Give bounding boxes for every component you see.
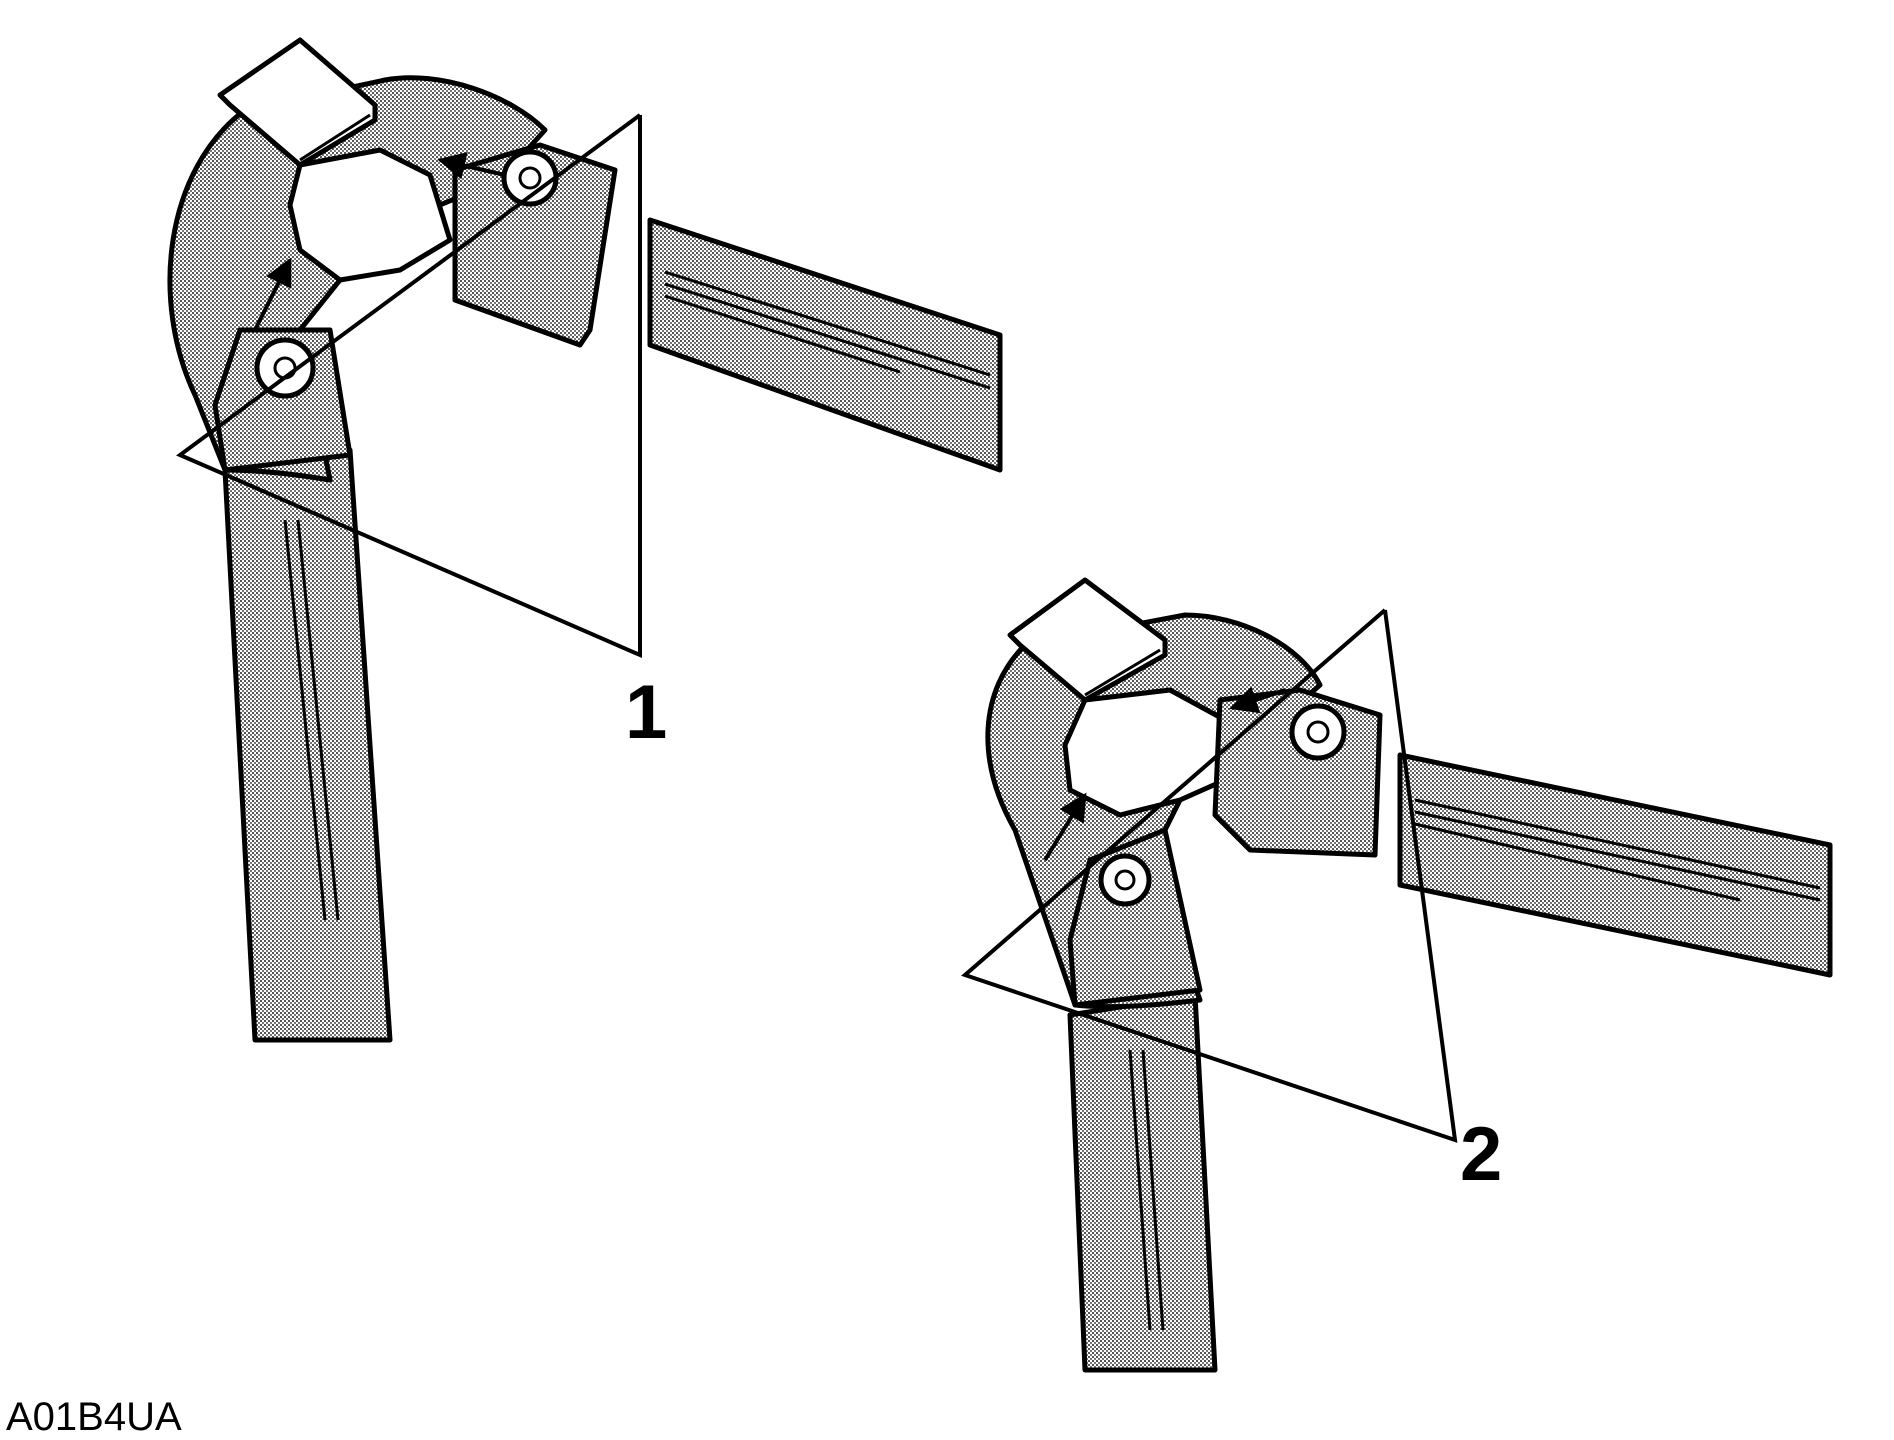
block-right bbox=[452, 142, 618, 348]
arrow-1a bbox=[437, 152, 506, 180]
callout-2: 2 bbox=[1460, 1112, 1502, 1197]
leader-lines-1 bbox=[176, 113, 642, 659]
bracket-body bbox=[1062, 687, 1228, 818]
rail-horizontal bbox=[647, 217, 1003, 473]
figure-id: A01B4UA bbox=[6, 1395, 182, 1439]
leader-lines-2 bbox=[961, 608, 1458, 1143]
assembly-2: 2 bbox=[961, 577, 1833, 1373]
block-lower bbox=[212, 327, 353, 473]
callout-1: 1 bbox=[625, 670, 667, 755]
assembly-1: 1 bbox=[167, 37, 1003, 1043]
arrow-2b bbox=[1043, 792, 1087, 862]
pivot-lower bbox=[1098, 853, 1152, 907]
rail-horizontal bbox=[1397, 752, 1833, 978]
bracket-body bbox=[287, 147, 453, 283]
arrow-1b bbox=[253, 257, 292, 331]
pivot-lower bbox=[254, 337, 316, 399]
arrow-2a bbox=[1229, 686, 1286, 714]
clip-tab-top bbox=[217, 37, 378, 168]
pivot-upper bbox=[1289, 703, 1347, 761]
